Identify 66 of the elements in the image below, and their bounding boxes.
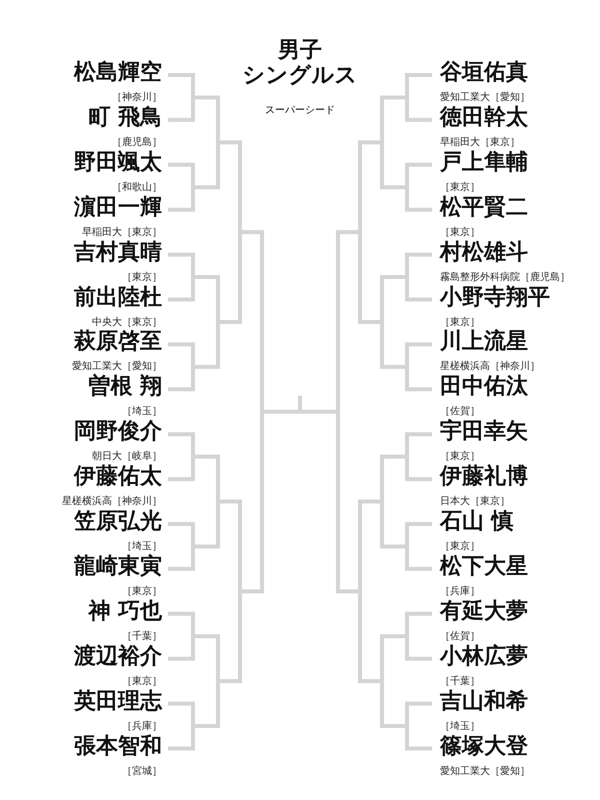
player-affiliation: 愛知工業大［愛知］ [440,92,530,104]
player-affiliation: 愛知工業大［愛知］ [72,361,162,374]
player-affiliation: ［宮城］ [122,766,162,778]
player-affiliation: 早稲田大［東京］ [82,226,162,239]
player-name: 篠塚大登 [440,734,528,758]
player-affiliation: ［東京］ [440,182,480,194]
player-name: 谷垣佑真 [440,61,528,85]
player-name: 小林広夢 [440,644,528,669]
player-affiliation: ［和歌山］ [112,182,162,194]
player-name: 英田理志 [74,690,162,714]
player-name: 吉山和希 [440,690,528,714]
player-name: 野田颯太 [74,150,162,175]
player-name: 宇田幸矢 [440,420,528,444]
player-affiliation: 星槎横浜高［神奈川］ [62,496,162,508]
player-name: 町 飛鳥 [88,106,162,130]
player-affiliation: 日本大［東京］ [440,496,510,508]
player-affiliation: ［鹿児島］ [112,136,162,149]
player-name: 前出陸杜 [74,286,162,310]
player-name: 小野寺翔平 [440,286,550,310]
player-name: 戸上隼輔 [440,150,528,175]
player-name: 渡辺裕介 [74,644,162,669]
player-affiliation: ［佐賀］ [440,630,480,643]
player-name: 岡野俊介 [74,420,162,444]
player-affiliation: ［東京］ [122,272,162,284]
player-affiliation: 朝日大［岐阜］ [92,451,162,464]
player-affiliation: ［千葉］ [122,630,162,643]
player-name: 川上流星 [440,330,528,354]
player-name: 徳田幹太 [440,106,528,130]
player-affiliation: ［千葉］ [440,676,480,688]
player-affiliation: ［東京］ [122,676,162,688]
player-name: 田中佑汰 [440,375,528,400]
player-affiliation: ［東京］ [440,451,480,464]
player-affiliation: 中央大［東京］ [92,316,162,328]
player-affiliation: 霧島整形外科病院［鹿児島］ [440,272,570,284]
player-name: 曽根 翔 [88,375,162,400]
player-name: 松下大星 [440,554,528,579]
player-name: 石山 慎 [440,510,514,534]
player-affiliation: ［東京］ [440,226,480,239]
player-affiliation: ［東京］ [440,541,480,553]
player-name: 伊藤佑太 [74,465,162,490]
player-name: 萩原啓至 [74,330,162,354]
player-affiliation: ［兵庫］ [440,586,480,598]
player-affiliation: ［佐賀］ [440,406,480,418]
player-name: 村松雄斗 [440,240,528,265]
player-name: 濵田一輝 [74,196,162,220]
player-name: 松島輝空 [74,61,162,85]
player-affiliation: 早稲田大［東京］ [440,136,520,149]
player-name: 伊藤礼博 [440,465,528,490]
player-affiliation: ［神奈川］ [112,92,162,104]
player-affiliation: 愛知工業大［愛知］ [440,766,530,778]
seed-label: スーパーシード [264,104,336,117]
player-affiliation: ［埼玉］ [122,541,162,553]
player-name: 有延大夢 [440,600,528,624]
player-name: 神 巧也 [88,600,162,624]
player-affiliation: ［埼玉］ [122,406,162,418]
player-name: 龍崎東寅 [74,554,162,579]
player-affiliation: ［東京］ [122,586,162,598]
player-name: 張本智和 [74,734,162,758]
player-name: 笠原弘光 [74,510,162,534]
player-affiliation: 星槎横浜高［神奈川］ [440,361,540,374]
player-affiliation: ［兵庫］ [122,720,162,733]
player-affiliation: ［東京］ [440,316,480,328]
diagram-title: 男子シングルス [242,38,358,88]
player-affiliation: ［埼玉］ [440,720,480,733]
player-name: 吉村真晴 [74,240,162,265]
player-name: 松平賢二 [440,196,528,220]
